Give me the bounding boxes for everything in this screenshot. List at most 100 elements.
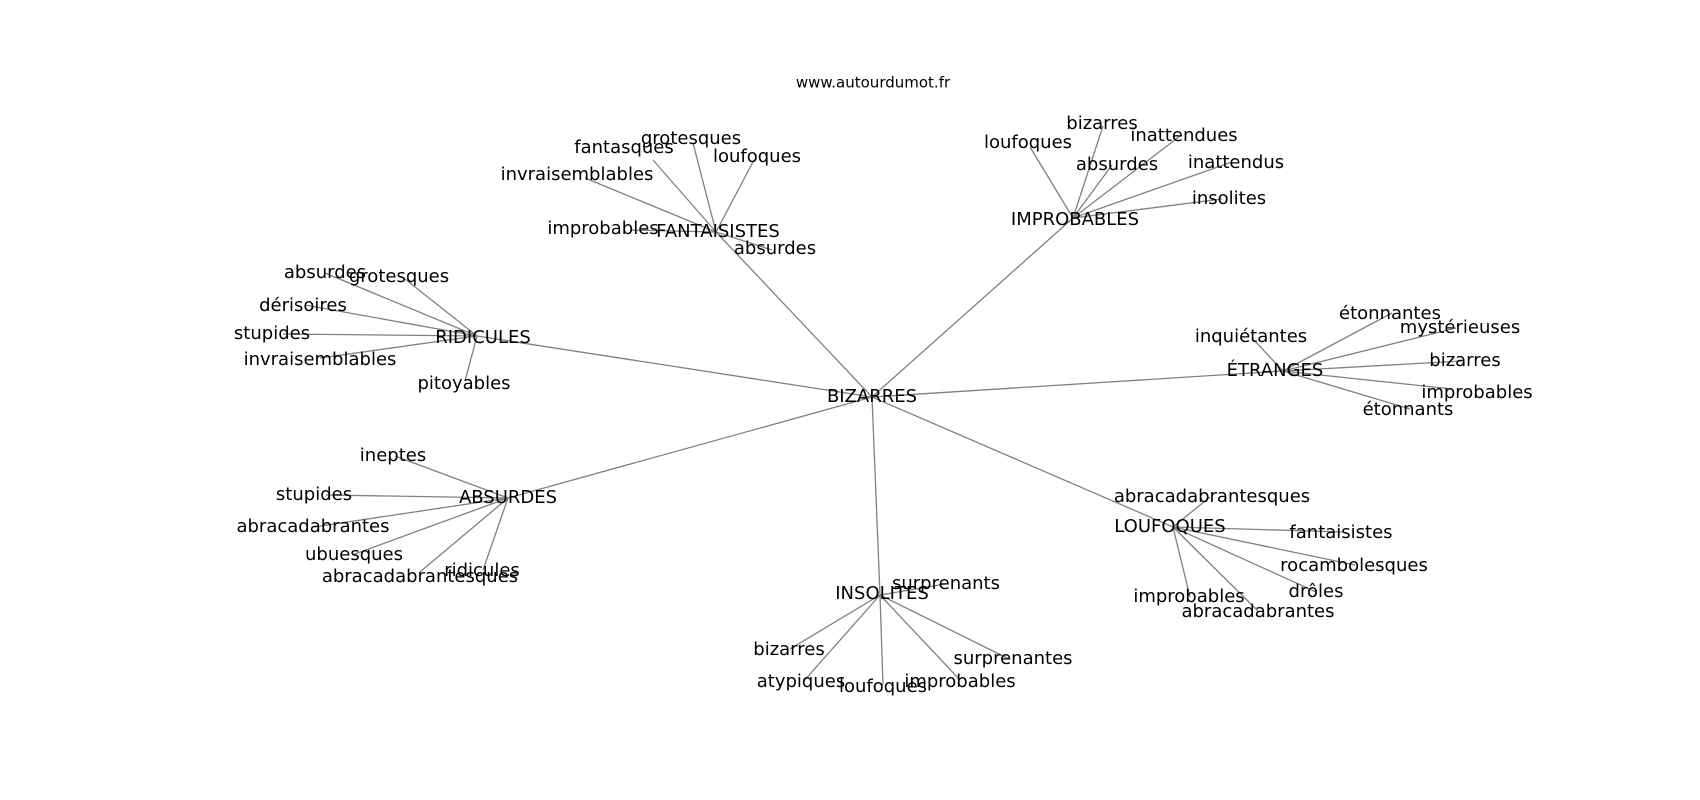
root-node-label[interactable]: BIZARRES (827, 386, 917, 407)
leaf-node-label[interactable]: abracadabrantes (236, 516, 389, 537)
edge-loufoques-3 (1172, 526, 1317, 593)
leaf-node-label[interactable]: fantasques (574, 137, 674, 158)
edge-loufoques-2 (1172, 526, 1356, 566)
leaf-node-label[interactable]: mystérieuses (1400, 317, 1520, 338)
edge-absurdes-1 (325, 494, 509, 499)
leaf-node-label[interactable]: atypiques (757, 671, 845, 692)
leaf-node-label[interactable]: improbables (1421, 382, 1532, 403)
leaf-node-label[interactable]: absurdes (1076, 154, 1158, 175)
leaf-node-label[interactable]: fantaisistes (1289, 522, 1392, 543)
group-node-label-fantaisistes[interactable]: FANTAISISTES (656, 221, 780, 242)
edge-etranges-4 (1282, 370, 1453, 390)
leaf-node-label[interactable]: abracadabrantesques (1114, 486, 1310, 507)
leaf-node-label[interactable]: stupides (234, 323, 310, 344)
edge-absurdes-3 (354, 497, 509, 555)
edge-root-absurdes (507, 396, 873, 499)
leaf-node-label[interactable]: bizarres (1429, 350, 1500, 371)
edge-root-fantaisistes (715, 231, 873, 398)
edge-root-ridicules (476, 335, 873, 398)
group-node-label-improbables[interactable]: IMPROBABLES (1011, 209, 1139, 230)
leaf-node-label[interactable]: stupides (276, 484, 352, 505)
leaf-node-label[interactable]: loufoques (984, 132, 1072, 153)
edge-insolites-5 (879, 594, 961, 681)
edge-improbables-5 (1072, 198, 1223, 219)
leaf-node-label[interactable]: grotesques (641, 128, 741, 149)
edge-improbables-2 (1072, 135, 1181, 219)
edge-insolites-3 (802, 594, 881, 683)
group-node-label-ridicules[interactable]: RIDICULES (435, 327, 531, 348)
leaf-node-label[interactable]: absurdes (734, 238, 816, 259)
leaf-node-label[interactable]: invraisemblables (501, 164, 654, 185)
edge-root-insolites (871, 396, 881, 596)
site-title: www.autourdumot.fr (796, 74, 951, 92)
edge-fantaisistes-2 (715, 159, 755, 233)
leaf-node-label[interactable]: insolites (1192, 188, 1266, 209)
leaf-node-label[interactable]: improbables (1133, 586, 1244, 607)
leaf-node-label[interactable]: pitoyables (417, 373, 510, 394)
edge-absurdes-0 (394, 455, 509, 499)
edge-ridicules-2 (304, 304, 478, 337)
edge-etranges-5 (1282, 370, 1411, 410)
leaf-node-label[interactable]: loufoques (713, 146, 801, 167)
edge-ridicules-1 (404, 278, 478, 337)
group-node-label-insolites[interactable]: INSOLITES (835, 583, 929, 604)
edge-root-improbables (871, 217, 1074, 398)
edge-ridicules-3 (282, 333, 478, 337)
edge-absurdes-2 (313, 497, 509, 528)
leaf-node-label[interactable]: improbables (904, 671, 1015, 692)
edge-improbables-1 (1029, 146, 1074, 219)
edge-insolites-2 (879, 594, 1010, 660)
leaf-node-label[interactable]: absurdes (284, 262, 366, 283)
edge-improbables-3 (1072, 164, 1113, 219)
edge-insolites-0 (879, 583, 946, 596)
leaf-node-label[interactable]: rocambolesques (1280, 555, 1428, 576)
edge-etranges-2 (1282, 327, 1457, 372)
edge-insolites-1 (789, 594, 881, 650)
edge-etranges-0 (1282, 312, 1393, 372)
leaf-node-label[interactable]: étonnants (1363, 399, 1454, 420)
leaf-node-label[interactable]: ubuesques (305, 544, 403, 565)
edge-ridicules-5 (464, 335, 478, 382)
edge-absurdes-4 (482, 497, 509, 571)
leaf-node-label[interactable]: improbables (547, 218, 658, 239)
leaf-node-label[interactable]: abracadabrantes (1181, 601, 1334, 622)
edge-root-loufoques (871, 396, 1174, 528)
leaf-node-label[interactable]: surprenantes (953, 648, 1072, 669)
edge-etranges-3 (1282, 360, 1463, 372)
edge-ridicules-4 (319, 335, 478, 359)
leaf-node-label[interactable]: ineptes (360, 445, 426, 466)
edge-improbables-4 (1072, 161, 1233, 219)
edge-loufoques-0 (1172, 496, 1211, 528)
leaf-node-label[interactable]: drôles (1289, 581, 1344, 602)
leaf-node-label[interactable]: inattendus (1188, 152, 1284, 173)
leaf-node-label[interactable]: bizarres (753, 639, 824, 660)
leaf-node-label[interactable]: abracadabrantesques (322, 566, 518, 587)
leaf-node-label[interactable]: dérisoires (259, 295, 347, 316)
edge-fantaisistes-3 (584, 177, 717, 233)
edge-insolites-4 (879, 594, 884, 686)
graph-labels: www.autourdumot.fr BIZARRES grotesquesfa… (234, 74, 1533, 698)
edge-loufoques-5 (1172, 526, 1259, 612)
leaf-node-label[interactable]: bizarres (1066, 113, 1137, 134)
group-node-label-absurdes[interactable]: ABSURDES (459, 487, 557, 508)
leaf-node-label[interactable]: grotesques (349, 266, 449, 287)
edge-loufoques-4 (1172, 526, 1191, 598)
group-node-label-loufoques[interactable]: LOUFOQUES (1114, 516, 1225, 537)
leaf-node-label[interactable]: inattendues (1130, 125, 1237, 146)
leaf-node-label[interactable]: ridicules (444, 560, 520, 581)
leaf-node-label[interactable]: loufoques (839, 676, 927, 697)
group-node-label-etranges[interactable]: ÉTRANGES (1227, 359, 1324, 381)
edge-absurdes-5 (419, 497, 509, 573)
edge-improbables-0 (1072, 125, 1104, 219)
graph-edges (282, 125, 1463, 686)
leaf-node-label[interactable]: surprenants (892, 573, 1000, 594)
edge-fantaisistes-5 (715, 231, 773, 251)
leaf-node-label[interactable]: invraisemblables (244, 349, 397, 370)
leaf-node-label[interactable]: inquiétantes (1195, 326, 1307, 347)
leaf-node-label[interactable]: étonnantes (1339, 303, 1441, 324)
edge-loufoques-1 (1172, 526, 1345, 533)
edge-fantaisistes-0 (692, 142, 717, 233)
edge-fantaisistes-1 (652, 159, 717, 233)
edge-fantaisistes-4 (629, 229, 717, 233)
